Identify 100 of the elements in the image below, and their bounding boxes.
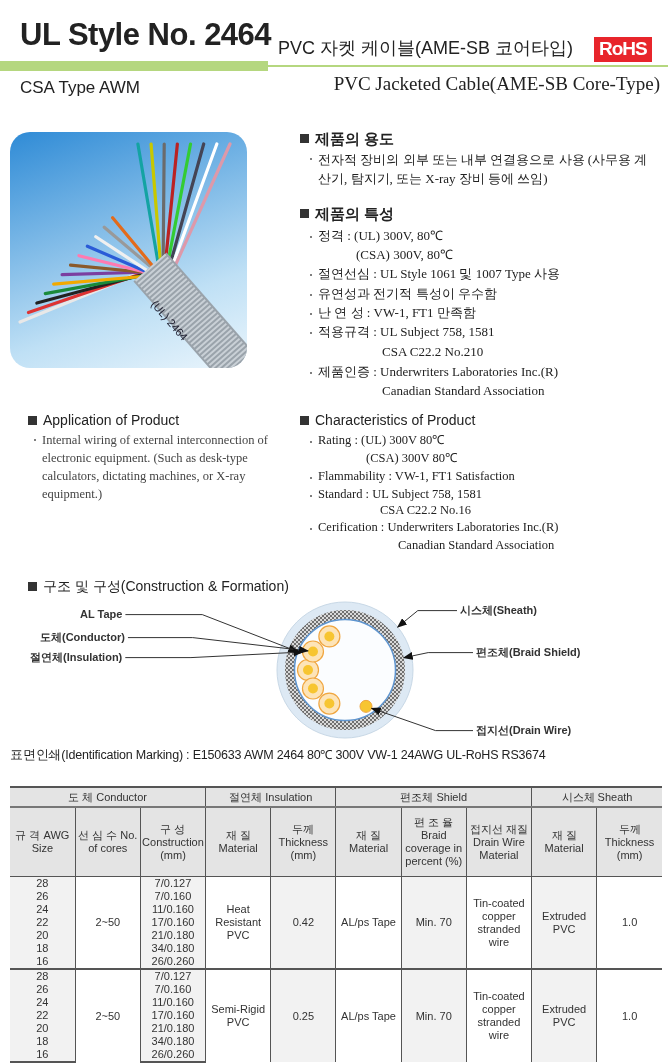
spec-text: 제품인증 : Underwriters Laboratories Inc.(R) (308, 364, 559, 380)
braid-shield-ring (285, 610, 405, 730)
table-cell: 11/0.160 (140, 996, 206, 1009)
drain-wire (359, 699, 373, 713)
header-cell: 두께 Thickness (mm) (596, 807, 662, 877)
table-cell: 2~50 (75, 876, 141, 969)
leader-line (402, 651, 474, 660)
table-cell: 2~50 (75, 969, 141, 1062)
callout-label: AL Tape (80, 608, 123, 622)
table-cell: 22 (10, 916, 76, 929)
spec-text: 유연성과 전기적 특성이 우수함 (308, 286, 497, 302)
leader-line (396, 610, 458, 628)
spec-text: (CSA) 300V 80℃ (366, 451, 457, 466)
table-cell: 11/0.160 (140, 903, 206, 916)
table-cell: 26/0.260 (140, 955, 206, 969)
table-cell: Min. 70 (401, 969, 467, 1062)
table-cell: Heat Resistant PVC (205, 876, 271, 969)
table-cell: 24 (10, 903, 76, 916)
table-cell: 18 (10, 942, 76, 955)
header-cell: 편조체 Shield (335, 787, 532, 807)
table-cell: 0.25 (270, 969, 336, 1062)
table-cell: 34/0.180 (140, 1035, 206, 1048)
insulation-ring (301, 640, 325, 663)
table-cell: 26 (10, 890, 76, 903)
table-cell: 16 (10, 1048, 76, 1062)
header-cell: 접지선 재질 Drain Wire Material (466, 807, 532, 877)
section-heading: Application of Product (28, 412, 180, 429)
leader-line (370, 707, 474, 732)
section-heading: Characteristics of Product (300, 412, 476, 429)
callout-label: 접지선(Drain Wire) (476, 724, 572, 738)
table-cell: 21/0.180 (140, 929, 206, 942)
table-cell: 21/0.180 (140, 1022, 206, 1035)
header-cell: 두께 Thickness (mm) (270, 807, 336, 877)
table-cell: 7/0.160 (140, 890, 206, 903)
header-cell: 재 질 Material (335, 807, 402, 877)
header-cell: 재 질 Material (531, 807, 597, 877)
spec-text: Canadian Standard Association (382, 383, 545, 399)
spec-text: 적용규격 : UL Subject 758, 1581 (308, 324, 495, 340)
header-cell: 재 질 Material (205, 807, 271, 877)
spec-text: Cerification : Underwriters Laboratories Inc.(R) (308, 520, 559, 535)
table-cell: Tin-coated copper stranded wire (466, 876, 532, 969)
table-cell: AL/ps Tape (335, 876, 402, 969)
header-cell: 도 체 Conductor (10, 787, 206, 807)
table-cell: 24 (10, 996, 76, 1009)
table-cell: Tin-coated copper stranded wire (466, 969, 532, 1062)
table-cell: 1.0 (596, 969, 662, 1062)
marking-text: 표면인쇄(Identification Marking) : E150633 AWM 2464 80℃ 300V VW-1 24AWG UL-RoHS RS3674 (10, 748, 546, 763)
leader-line (127, 637, 309, 654)
table-cell: Semi-Rigid PVC (205, 969, 271, 1062)
table-cell: 18 (10, 1035, 76, 1048)
table-cell: Min. 70 (401, 876, 467, 969)
leader-line (124, 648, 304, 659)
spec-text: CSA C22.2 No.16 (380, 503, 471, 518)
table-cell: 26/0.260 (140, 1048, 206, 1062)
spec-text: CSA C22.2 No.210 (382, 344, 484, 360)
rohs-mark: RoHS (594, 37, 652, 62)
table-cell: 0.42 (270, 876, 336, 969)
usage-text: 전자적 장비의 외부 또는 내부 연결용으로 사용 (사무용 계산기, 탐지기, 또는 X-ray 장비 등에 쓰임) (308, 150, 658, 188)
section-heading: 제품의 특성 (300, 205, 395, 223)
table-cell: 26 (10, 983, 76, 996)
spec-text: Standard : UL Subject 758, 1581 (308, 487, 483, 502)
page-title: UL Style No. 2464 (20, 16, 272, 54)
callout-label: 편조체(Braid Shield) (476, 646, 581, 660)
section-heading: 구조 및 구성(Construction & Formation) (28, 578, 289, 595)
spec-text: Canadian Standard Association (398, 538, 555, 553)
section-heading: 제품의 용도 (300, 130, 395, 148)
header-cell: 편 조 율 Braid coverage in percent (%) (401, 807, 467, 877)
callout-label: 시스체(Sheath) (460, 604, 537, 618)
spec-text: 난 연 성 : VW-1, FT1 만족함 (308, 305, 476, 321)
callout-label: 도체(Conductor) (40, 631, 125, 645)
korean-subtitle: PVC 자켓 케이블(AME-SB 코어타입) (278, 38, 573, 60)
table-cell: 7/0.160 (140, 983, 206, 996)
table-cell: 22 (10, 1009, 76, 1022)
table-cell: 20 (10, 1022, 76, 1035)
spec-text: Rating : (UL) 300V 80℃ (308, 433, 445, 448)
subtitle-text: CSA Type AWM (20, 78, 140, 99)
table-cell: 17/0.160 (140, 916, 206, 929)
header-cell: 규 격 AWG Size (10, 807, 76, 877)
table-cell: 1.0 (596, 876, 662, 969)
spec-text: (CSA) 300V, 80℃ (356, 247, 453, 263)
spec-text: Flammability : VW-1, FT1 Satisfaction (308, 469, 515, 484)
table-cell: 17/0.160 (140, 1009, 206, 1022)
callout-label: 절연체(Insulation) (30, 651, 123, 665)
header-cell: 시스체 Sheath (531, 787, 662, 807)
english-subtitle: PVC Jacketed Cable(AME-SB Core-Type) (333, 73, 660, 96)
sheath-ring (276, 601, 414, 739)
table-cell: 34/0.180 (140, 942, 206, 955)
conductor-core (307, 646, 318, 657)
spec-text: 절연선심 : UL Style 1061 및 1007 Type 사용 (308, 266, 560, 282)
table-cell: 16 (10, 955, 76, 969)
table-cell: Extruded PVC (531, 969, 597, 1062)
spec-text: 정격 : (UL) 300V, 80℃ (308, 228, 444, 244)
header-cell: 절연체 Insulation (205, 787, 336, 807)
header-cell: 구 성 Construction (mm) (140, 807, 206, 877)
table-cell: AL/ps Tape (335, 969, 402, 1062)
al-tape-ring (293, 618, 397, 722)
table-cell: 20 (10, 929, 76, 942)
table-cell: Extruded PVC (531, 876, 597, 969)
application-text: Internal wiring of external interconnection of electronic equipment. (Such as desk-type calculators, dictating machines, or X-ray equipment.) (32, 431, 297, 503)
header-cell: 선 심 수 No. of cores (75, 807, 141, 877)
